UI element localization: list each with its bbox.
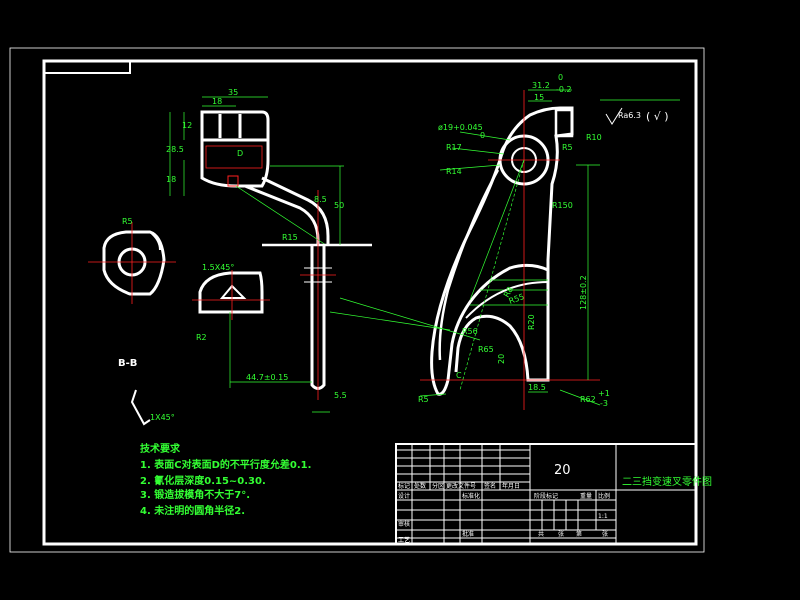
tb-stage-header: 阶段标记 <box>534 492 558 500</box>
side-view <box>420 90 600 410</box>
inner-frame <box>42 59 698 546</box>
dim-5-5: 5.5 <box>334 391 347 400</box>
dim-bore: ø19+0.045 <box>438 123 483 132</box>
tb-scale: 1:1 <box>598 513 608 520</box>
dim-31-2: 31.2 <box>532 81 550 90</box>
notes-heading: 技术要求 <box>140 442 181 455</box>
section-view <box>88 222 176 304</box>
dim-44-7: 44.7±0.15 <box>246 373 288 382</box>
note-item: 4. 未注明的圆角半径2. <box>140 504 245 517</box>
corner-label-box <box>43 60 131 74</box>
tb-row-label: 标记 <box>398 482 410 490</box>
roughness-value: Ra6.3 <box>618 111 641 120</box>
dim-bore-tol: 0 <box>480 131 485 140</box>
dim-35: 35 <box>228 88 238 97</box>
dim-18-5: 18.5 <box>528 383 546 392</box>
dim-C: C <box>456 371 462 380</box>
tb-process: 工艺 <box>398 536 410 544</box>
material: 20 <box>554 463 571 478</box>
dim-R2: R2 <box>196 333 207 342</box>
dim-R56: R56 <box>462 327 478 336</box>
tb-row-label: 签名 <box>484 482 496 490</box>
chamfer-detail <box>130 389 151 426</box>
tb-stage-header: 重量 <box>580 492 592 500</box>
section-label: B-B <box>118 358 137 369</box>
tb-standardize: 标准化 <box>462 492 480 500</box>
tb-sheet: 第 <box>576 530 582 538</box>
tb-approve: 批准 <box>462 530 474 538</box>
note-item: 3. 锻造拔模角不大于7°. <box>140 488 250 501</box>
tb-row-label: 年月日 <box>502 482 520 490</box>
roughness-symbol: Ra6.3 ( √ ) <box>605 107 669 125</box>
dim-R5b: R5 <box>562 143 573 152</box>
tb-row-label: 更改文件号 <box>446 482 476 490</box>
dim-50: 50 <box>334 201 344 210</box>
note-item: 1. 表面C对表面D的不平行度允差0.1. <box>140 458 311 471</box>
dim-R62: R62 <box>580 395 596 404</box>
dim-128: 128±0.2 <box>579 275 588 310</box>
dim-R5c: R5 <box>418 395 429 404</box>
dim-R65: R65 <box>478 345 494 354</box>
section-mark <box>227 175 239 187</box>
tb-sheet: 共 <box>538 530 544 538</box>
dim-18v: 18 <box>166 175 176 184</box>
dim-31-2-tol-bot: -0.2 <box>556 85 572 94</box>
dim-R20: R20 <box>527 314 536 330</box>
dim-R5: R5 <box>122 217 133 226</box>
dim-R17: R17 <box>446 143 462 152</box>
drawing-title: 二三挡变速叉零件图 <box>622 475 712 488</box>
dim-R62-tol-bot: -3 <box>600 399 608 408</box>
tb-review: 审核 <box>398 520 410 528</box>
tb-design: 设计 <box>398 492 410 500</box>
dim-R15: R15 <box>282 233 298 242</box>
dim-chamfer-2: 1X45° <box>150 413 175 422</box>
dim-20: 20 <box>497 354 506 364</box>
dim-R10: R10 <box>586 133 602 142</box>
dim-chamfer-1: 1.5X45° <box>202 263 234 272</box>
dim-15: 15 <box>534 93 544 102</box>
tb-sheet: 张 <box>602 530 608 538</box>
dim-8-5: 8.5 <box>314 195 327 204</box>
tb-stage-header: 比例 <box>598 492 610 500</box>
dim-R62-tol-top: +1 <box>598 389 610 398</box>
outer-frame <box>9 47 705 553</box>
dim-12: 12 <box>182 121 192 130</box>
dimension-lines <box>169 89 680 413</box>
title-block: 20 二三挡变速叉零件图 标记 处数 分区 更改文件号 签名 年月日 设计 标准… <box>395 443 712 545</box>
roughness-paren: ( √ ) <box>646 110 669 123</box>
tb-row-label: 分区 <box>432 482 444 490</box>
note-item: 2. 氰化层深度0.15~0.30. <box>140 474 266 487</box>
tb-sheet: 张 <box>558 530 564 538</box>
dim-R150: R150 <box>552 201 573 210</box>
dim-18: 18 <box>212 97 222 106</box>
dim-D: D <box>237 149 243 158</box>
front-view <box>192 110 372 400</box>
tb-row-label: 处数 <box>414 482 426 490</box>
dim-31-2-tol-top: 0 <box>558 73 563 82</box>
dim-R14: R14 <box>446 167 462 176</box>
technical-notes: 技术要求 1. 表面C对表面D的不平行度允差0.1. 2. 氰化层深度0.15~… <box>140 442 311 517</box>
dim-28-5: 28.5 <box>166 145 184 154</box>
